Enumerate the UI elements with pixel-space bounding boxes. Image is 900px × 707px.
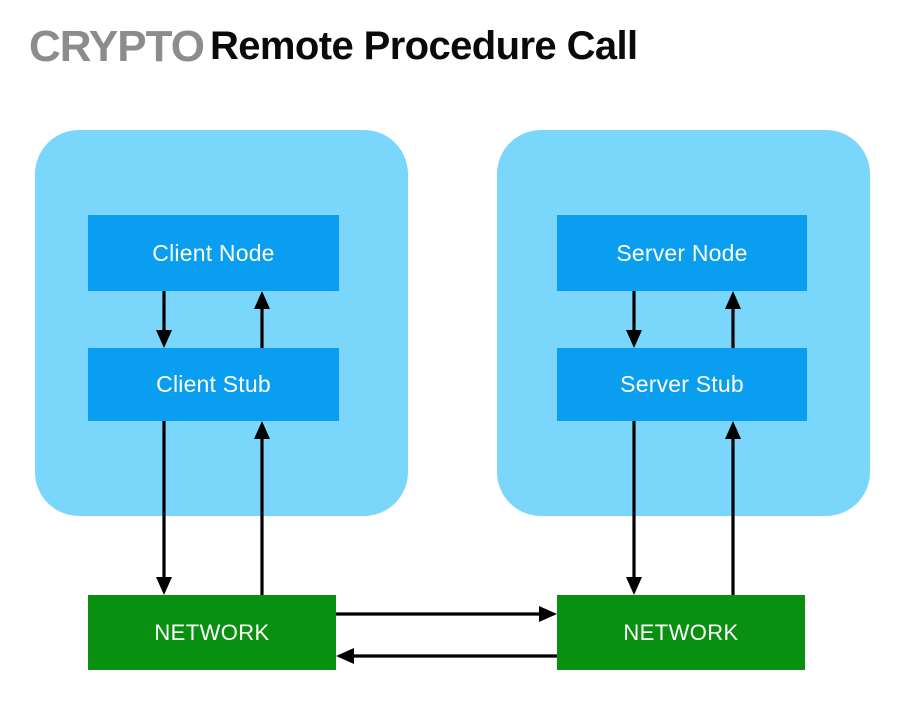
network-client-label: NETWORK (154, 619, 270, 645)
network-box-client[interactable]: NETWORK (88, 595, 336, 670)
client-stub-label: Client Stub (156, 371, 271, 397)
arrow-network-client-to-server (336, 606, 557, 622)
arrow-network-server-to-client (336, 648, 557, 664)
page-title: Remote Procedure Call (210, 24, 638, 68)
network-box-server[interactable]: NETWORK (557, 595, 805, 670)
network-server-label: NETWORK (623, 619, 739, 645)
server-panel (497, 130, 870, 516)
server-node-box[interactable]: Server Node (557, 215, 807, 291)
client-node-label: Client Node (152, 239, 275, 266)
server-node-label: Server Node (616, 239, 748, 266)
server-stub-label: Server Stub (620, 371, 744, 397)
client-panel (35, 130, 408, 516)
crypto-watermark: CRYPTO (29, 22, 205, 71)
client-node-box[interactable]: Client Node (88, 215, 339, 291)
server-stub-box[interactable]: Server Stub (557, 348, 807, 421)
client-stub-box[interactable]: Client Stub (88, 348, 339, 421)
